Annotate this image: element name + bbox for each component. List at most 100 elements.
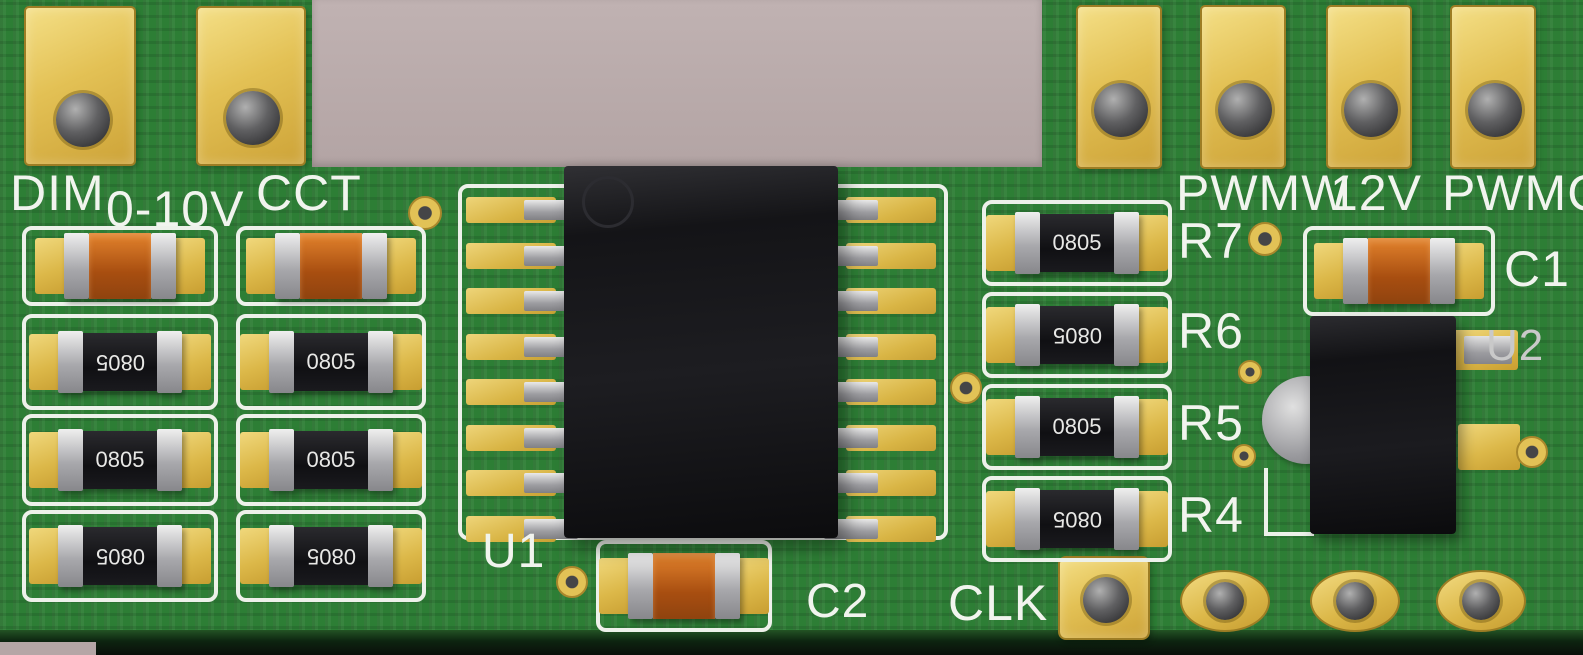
resistor-footprint: 0805 [22,510,218,602]
silkscreen-label-pwmw: PWMW [1176,165,1350,221]
resistor-chip: 0805 [269,429,393,491]
resistor-chip: 0805 [269,525,393,587]
resistor-terminal [58,525,83,587]
resistor-chip: 0805 [58,331,182,393]
resistor-body: 0805 [83,431,157,489]
resistor-body: 0805 [1040,306,1114,364]
via [950,372,982,404]
resistor-terminal [1114,396,1139,458]
resistor-marking: 0805 [95,544,145,569]
pad-cct-hole [226,91,280,145]
pad-clk [1058,556,1150,640]
resistor-r5-footprint: 0805 [982,384,1172,470]
resistor-terminal [157,331,182,393]
resistor-terminal [269,429,294,491]
u2-silkscreen-corner [1264,468,1314,536]
capacitor-chip [1343,238,1455,304]
pad-hole [1468,83,1522,137]
u2-body [1310,316,1456,534]
resistor-marking: 0805 [95,447,145,472]
pad-hole [1218,83,1272,137]
resistor-marking: 0805 [1052,323,1102,348]
resistor-body: 0805 [1040,398,1114,456]
pad-hole [1462,582,1500,620]
resistor-body: 0805 [83,527,157,585]
resistor-body: 0805 [294,431,368,489]
silkscreen-label-0-10v: 0-10V [106,181,245,237]
resistor-terminal [1015,488,1040,550]
via [556,566,588,598]
pad-hole [1336,582,1374,620]
silkscreen-label-c2: C2 [806,575,870,628]
resistor-body: 0805 [1040,214,1114,272]
capacitor-c1-footprint [1303,226,1495,316]
resistor-marking: 0805 [306,447,356,472]
pad-hole [1344,83,1398,137]
resistor-terminal [368,331,393,393]
via [1232,444,1256,468]
pad-oval [1180,570,1270,632]
capacitor-terminal [715,553,740,619]
pad-top-right-1 [1076,5,1162,169]
u2-pad [1458,424,1520,470]
resistor-terminal [1015,212,1040,274]
capacitor-footprint [22,226,218,306]
resistor-body: 0805 [1040,490,1114,548]
resistor-chip: 0805 [1015,488,1139,550]
pad-pwmw [1200,5,1286,169]
u2-lead [1464,336,1512,364]
pad-12v [1326,5,1412,169]
capacitor-terminal [275,233,300,299]
capacitor-chip [275,233,387,299]
via [408,196,442,230]
resistor-body: 0805 [294,527,368,585]
resistor-footprint: 0805 [236,510,426,602]
resistor-marking: 0805 [306,544,356,569]
capacitor-terminal [628,553,653,619]
resistor-terminal [368,525,393,587]
silkscreen-label-clk: CLK [948,575,1049,631]
resistor-chip: 0805 [1015,396,1139,458]
pad-dim [24,6,136,166]
resistor-footprint: 0805 [22,414,218,506]
resistor-terminal [157,525,182,587]
resistor-terminal [1114,212,1139,274]
pad-hole [1094,83,1148,137]
capacitor-terminal [1430,238,1455,304]
resistor-terminal [1114,488,1139,550]
resistor-body: 0805 [294,333,368,391]
resistor-footprint: 0805 [22,314,218,410]
silkscreen-label-u1: U1 [482,525,546,578]
background-sliver [0,642,96,655]
capacitor-terminal [64,233,89,299]
capacitor-c2-footprint [596,540,772,632]
capacitor-terminal [1343,238,1368,304]
resistor-r4-footprint: 0805 [982,476,1172,562]
ic-pin1-marker [582,176,634,228]
silkscreen-label-cct: CCT [256,165,362,221]
resistor-marking: 0805 [1052,507,1102,532]
pad-clk-hole [1083,577,1129,623]
background-gap [312,0,1042,167]
resistor-r7-footprint: 0805 [982,200,1172,286]
resistor-footprint: 0805 [236,314,426,410]
silkscreen-label-u2: U2 [1486,321,1545,370]
resistor-r6-footprint: 0805 [982,292,1172,378]
via [1516,436,1548,468]
resistor-marking: 0805 [1052,230,1102,255]
resistor-terminal [368,429,393,491]
silkscreen-label-r4: R4 [1178,487,1244,543]
resistor-chip: 0805 [1015,304,1139,366]
silkscreen-label-dim: DIM [10,165,105,221]
resistor-marking: 0805 [95,350,145,375]
silkscreen-label-c1: C1 [1504,241,1570,297]
resistor-terminal [1015,396,1040,458]
resistor-terminal [269,331,294,393]
capacitor-chip [64,233,176,299]
resistor-footprint: 0805 [236,414,426,506]
silkscreen-label-r6: R6 [1178,303,1244,359]
silkscreen-label-12v: 12V [1330,165,1422,221]
resistor-chip: 0805 [58,429,182,491]
resistor-chip: 0805 [58,525,182,587]
